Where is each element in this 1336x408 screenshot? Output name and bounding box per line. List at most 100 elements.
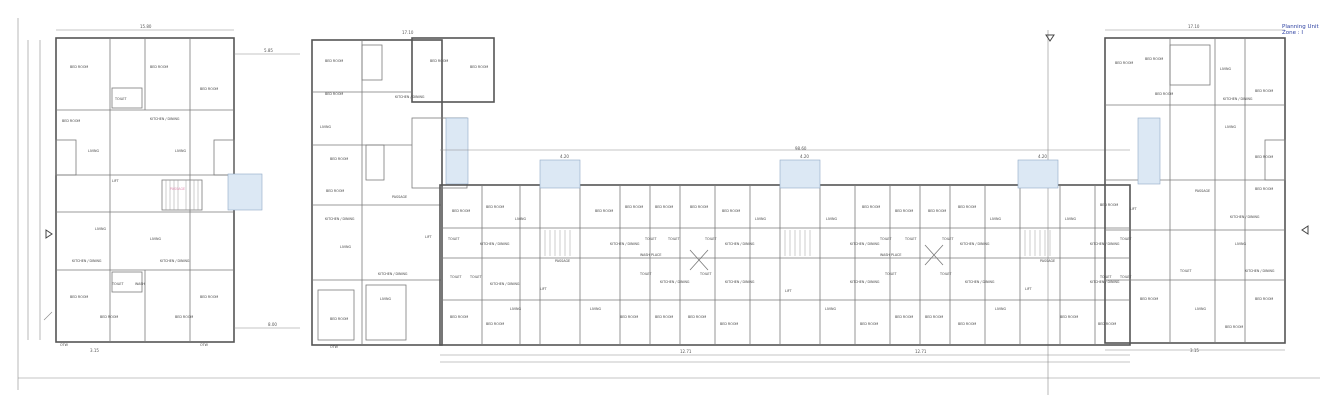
label-bed-room: BED ROOM bbox=[895, 209, 913, 213]
label-kitchen: KITCHEN / DINING bbox=[850, 242, 880, 246]
label-living: LIVING bbox=[755, 217, 767, 221]
label-living: LIVING bbox=[1235, 242, 1247, 246]
label-bed-room: BED ROOM bbox=[1098, 322, 1116, 326]
label-kitchen: KITCHEN / DINING bbox=[1245, 269, 1275, 273]
label-living: LIVING bbox=[995, 307, 1007, 311]
label-toilet: TOILET bbox=[449, 275, 463, 279]
dim-bottom-left: 3.15 bbox=[90, 348, 99, 353]
label-toilet: TOILET bbox=[1119, 237, 1133, 241]
label-otw: OTW bbox=[330, 345, 339, 349]
label-bed-room: BED ROOM bbox=[1115, 61, 1133, 65]
zone-text: Zone : I bbox=[1282, 30, 1303, 36]
shaft-right bbox=[1137, 117, 1161, 185]
label-kitchen: KITCHEN / DINING bbox=[660, 280, 690, 284]
dim-left-gap: 5.85 bbox=[264, 48, 273, 53]
label-kitchen: KITCHEN / DINING bbox=[325, 217, 355, 221]
label-living: LIVING bbox=[1220, 67, 1232, 71]
label-living: LIVING bbox=[320, 125, 332, 129]
dim-top-mid: 17.10 bbox=[402, 30, 414, 35]
label-bed-room: BED ROOM bbox=[595, 209, 613, 213]
planning-unit-text: Planning Unit bbox=[1282, 24, 1319, 30]
left-block bbox=[27, 29, 300, 343]
label-living: LIVING bbox=[150, 237, 162, 241]
label-living: LIVING bbox=[590, 307, 602, 311]
label-kitchen: KITCHEN / DINING bbox=[960, 242, 990, 246]
label-lift: LIFT bbox=[1130, 207, 1138, 211]
label-toilet: TOILET bbox=[111, 282, 125, 286]
label-bed-room: BED ROOM bbox=[200, 87, 218, 91]
shaft-c bbox=[1017, 159, 1059, 189]
label-kitchen: KITCHEN / DINING bbox=[725, 242, 755, 246]
label-living: LIVING bbox=[510, 307, 522, 311]
label-living: LIVING bbox=[340, 245, 352, 249]
label-toilet: TOILET bbox=[114, 97, 128, 101]
label-bed-room: BED ROOM bbox=[330, 317, 348, 321]
label-living: LIVING bbox=[990, 217, 1002, 221]
label-passage: PASSAGE bbox=[392, 195, 407, 199]
label-bed-room: BED ROOM bbox=[70, 65, 88, 69]
label-toilet: TOILET bbox=[1119, 275, 1133, 279]
label-living: LIVING bbox=[88, 149, 100, 153]
room-labels: BED ROOM BED ROOM BED ROOM BED ROOM KITC… bbox=[60, 57, 1275, 349]
label-bed-room: BED ROOM bbox=[62, 119, 80, 123]
label-bed-room: BED ROOM bbox=[325, 92, 343, 96]
label-kitchen: KITCHEN / DINING bbox=[965, 280, 995, 284]
label-bed-room: BED ROOM bbox=[862, 205, 880, 209]
dim-shaft-b: 4.20 bbox=[800, 154, 809, 159]
label-passage: PASSAGE bbox=[170, 187, 185, 191]
label-bed-room: BED ROOM bbox=[655, 205, 673, 209]
label-bed-room: BED ROOM bbox=[655, 315, 673, 319]
label-bed-room: BED ROOM bbox=[200, 295, 218, 299]
dim-top-left: 15.80 bbox=[140, 24, 152, 29]
dim-bay-a: 12.71 bbox=[680, 349, 692, 354]
dim-bay-b: 12.71 bbox=[915, 349, 927, 354]
shaft-b bbox=[779, 159, 821, 189]
label-bed-room: BED ROOM bbox=[720, 322, 738, 326]
label-kitchen: KITCHEN / DINING bbox=[1090, 280, 1120, 284]
middle-left-block bbox=[311, 37, 495, 346]
label-bed-room: BED ROOM bbox=[1255, 155, 1273, 159]
label-living: LIVING bbox=[95, 227, 107, 231]
label-bed-room: BED ROOM bbox=[690, 205, 708, 209]
label-kitchen: KITCHEN / DINING bbox=[480, 242, 510, 246]
label-lift: LIFT bbox=[1025, 287, 1033, 291]
label-kitchen: KITCHEN / DINING bbox=[72, 259, 102, 263]
label-bed-room: BED ROOM bbox=[625, 205, 643, 209]
dim-shaft-c: 4.20 bbox=[1038, 154, 1047, 159]
label-bed-room: BED ROOM bbox=[1140, 297, 1158, 301]
dim-shaft-a: 4.20 bbox=[560, 154, 569, 159]
label-bed-room: BED ROOM bbox=[1255, 297, 1273, 301]
label-kitchen: KITCHEN / DINING bbox=[150, 117, 180, 121]
label-bed-room: BED ROOM bbox=[486, 322, 504, 326]
label-bed-room: BED ROOM bbox=[928, 209, 946, 213]
dim-left-gap-bottom: 8.00 bbox=[268, 322, 277, 327]
marker-left bbox=[45, 229, 53, 239]
label-kitchen: KITCHEN / DINING bbox=[378, 272, 408, 276]
label-bed-room: BED ROOM bbox=[895, 315, 913, 319]
label-otw: OTW bbox=[200, 343, 209, 347]
label-bed-room: BED ROOM bbox=[175, 315, 193, 319]
label-toilet: TOILET bbox=[639, 272, 653, 276]
label-toilet: TOILET bbox=[699, 272, 713, 276]
shaft-mid-left bbox=[445, 117, 469, 185]
label-wash: WASH bbox=[135, 282, 145, 286]
label-passage: PASSAGE bbox=[1040, 259, 1055, 263]
label-bed-room: BED ROOM bbox=[1100, 203, 1118, 207]
label-bed-room: BED ROOM bbox=[326, 189, 344, 193]
label-kitchen: KITCHEN / DINING bbox=[1090, 242, 1120, 246]
label-toilet: TOILET bbox=[447, 237, 461, 241]
label-passage: PASSAGE bbox=[1195, 189, 1210, 193]
label-toilet: TOILET bbox=[704, 237, 718, 241]
label-kitchen: KITCHEN / DINING bbox=[725, 280, 755, 284]
label-lift: LIFT bbox=[112, 179, 120, 183]
shaft-left bbox=[227, 173, 263, 211]
label-toilet: TOILET bbox=[1099, 275, 1113, 279]
label-wash-place: WASH PLACE bbox=[880, 253, 901, 257]
label-bed-room: BED ROOM bbox=[722, 209, 740, 213]
dim-bottom-right: 3.15 bbox=[1190, 348, 1199, 353]
label-bed-room: BED ROOM bbox=[958, 322, 976, 326]
label-bed-room: BED ROOM bbox=[325, 59, 343, 63]
label-toilet: TOILET bbox=[904, 237, 918, 241]
